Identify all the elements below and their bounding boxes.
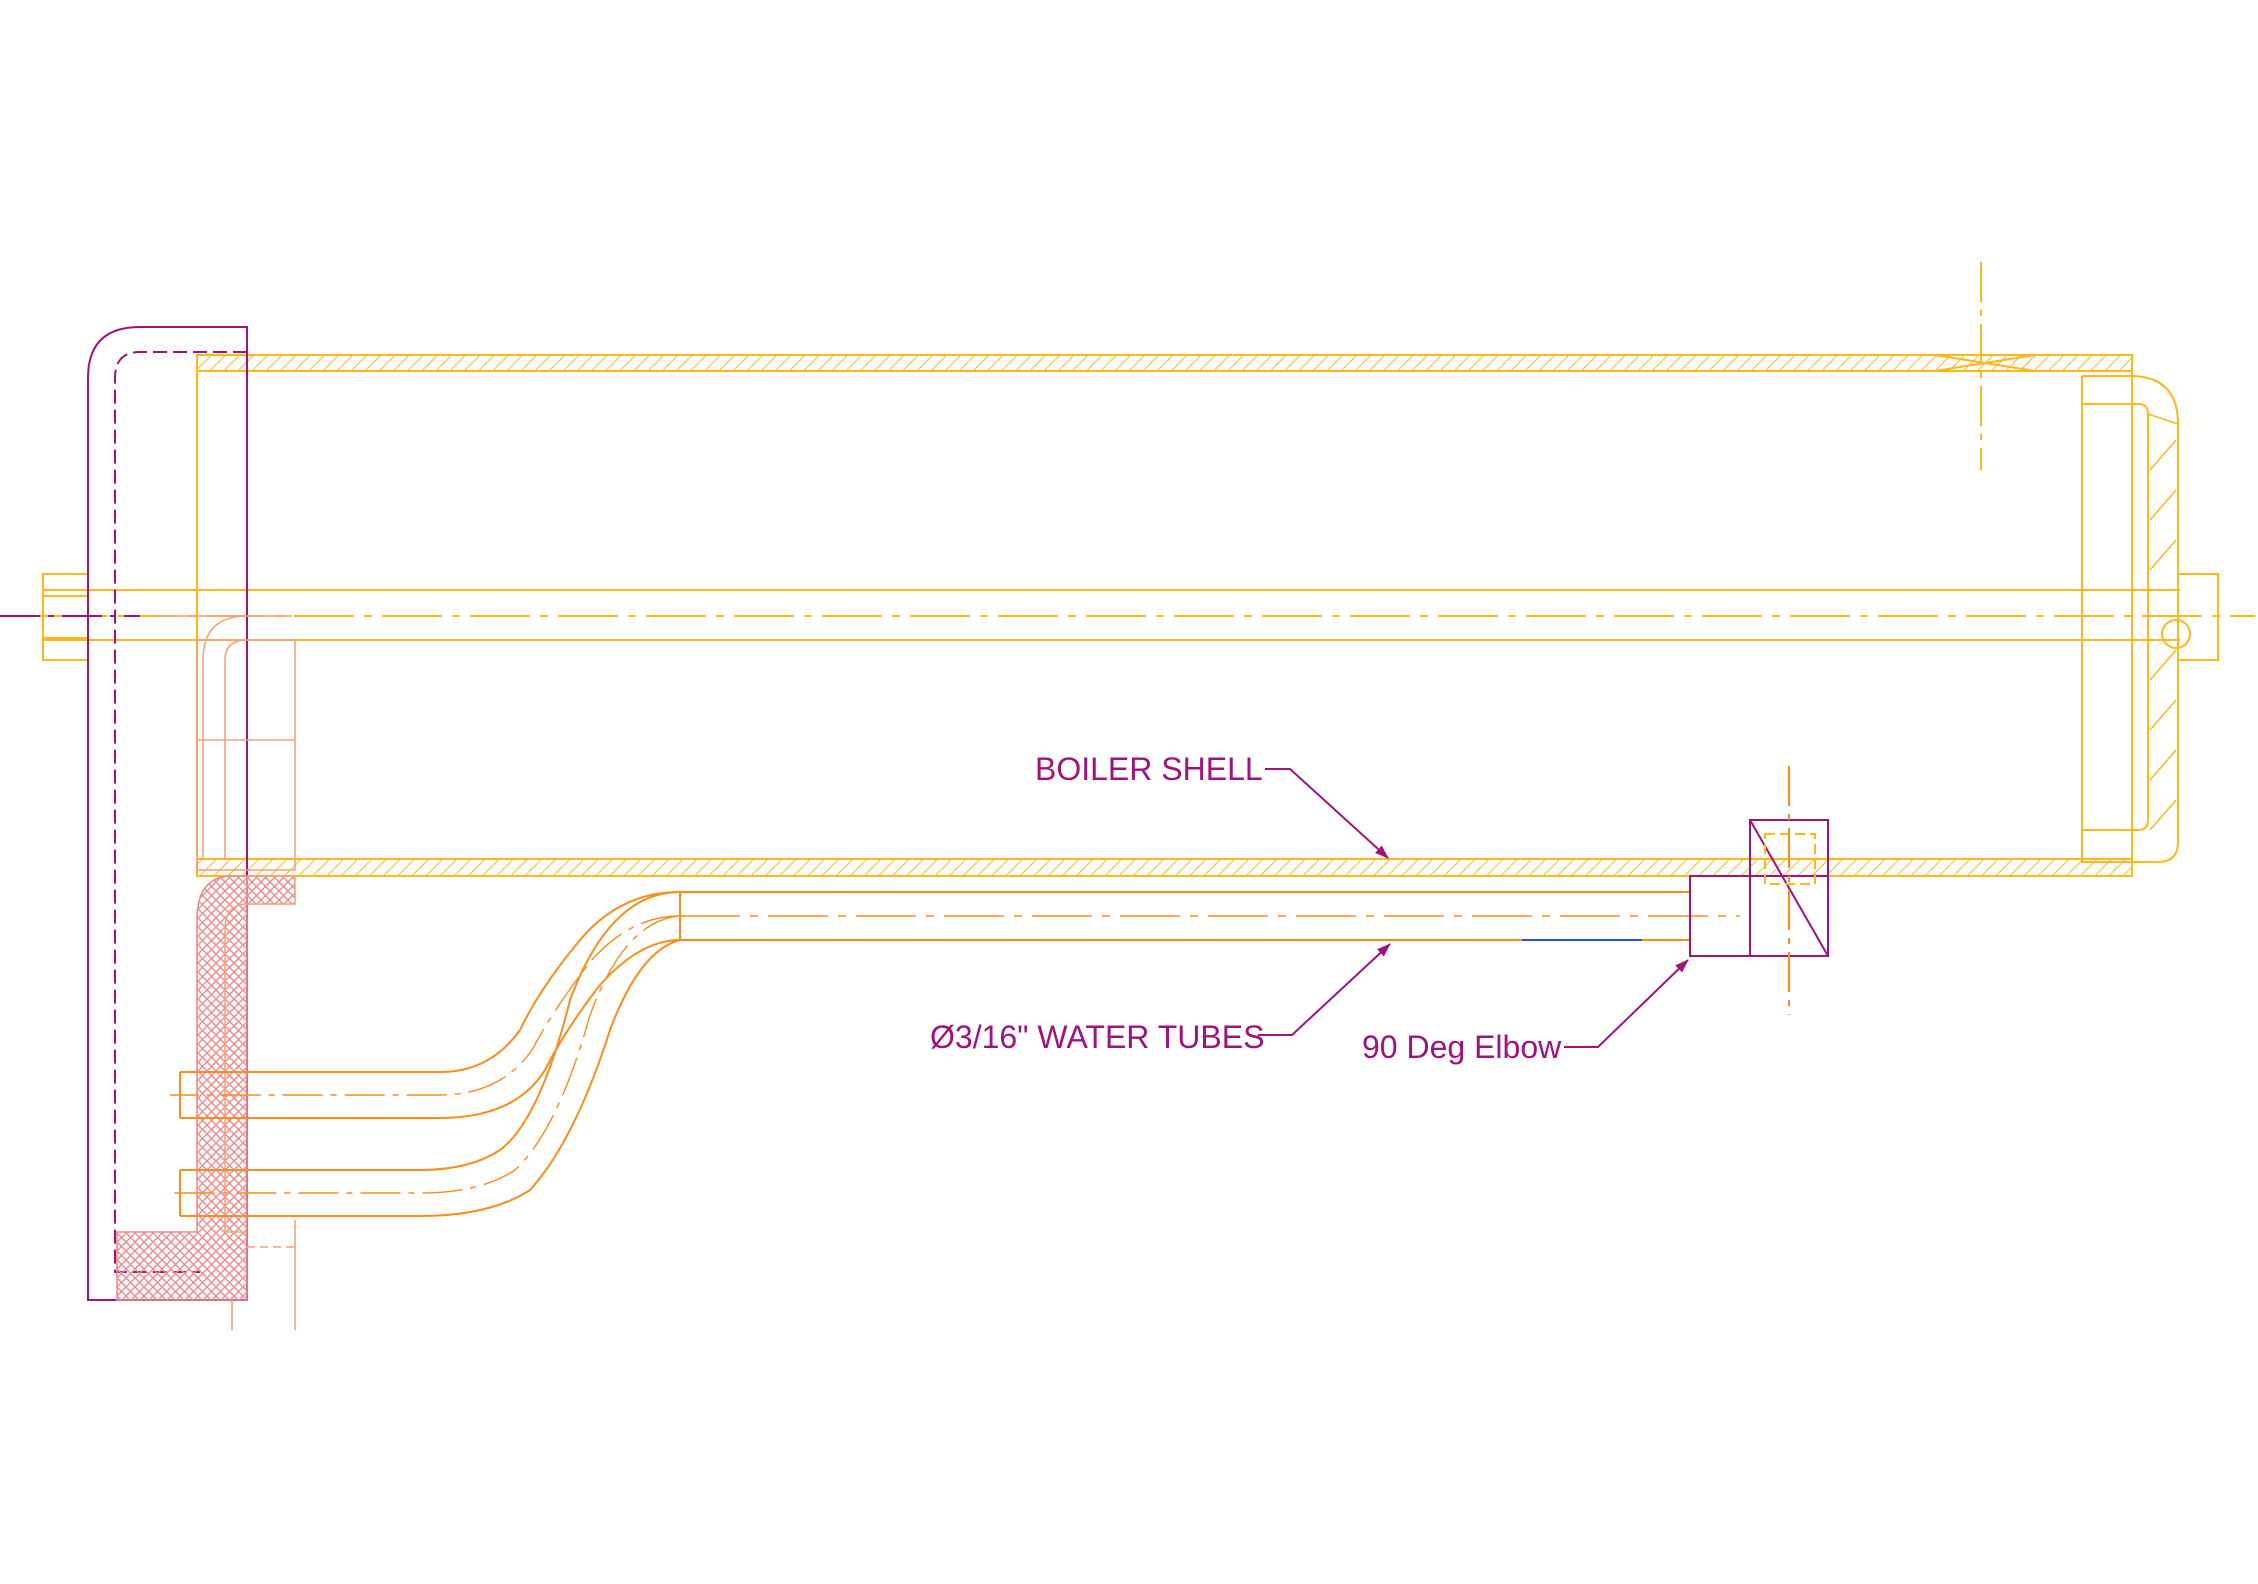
elbow-fitting xyxy=(1689,766,1829,1015)
shell-top-wall xyxy=(196,354,2133,372)
leader-boiler-shell xyxy=(1265,768,1389,859)
stay-rod xyxy=(30,573,2255,661)
leader-elbow xyxy=(1564,959,1689,1048)
right-pin-hole xyxy=(2161,619,2191,649)
annotation-elbow: 90 Deg Elbow xyxy=(1362,959,1689,1065)
label-water-tubes: Ø3/16" WATER TUBES xyxy=(930,1019,1264,1055)
right-end-cap xyxy=(2081,375,2219,863)
label-boiler-shell: BOILER SHELL xyxy=(1035,751,1263,787)
water-tubes xyxy=(170,891,1740,1217)
boiler-shell xyxy=(196,262,2133,877)
hatched-burner-duct xyxy=(116,875,248,1301)
annotation-boiler-shell: BOILER SHELL xyxy=(1035,751,1389,859)
leader-water-tubes xyxy=(1258,943,1391,1036)
burner-section xyxy=(116,615,296,1330)
label-elbow: 90 Deg Elbow xyxy=(1362,1029,1562,1065)
annotation-water-tubes: Ø3/16" WATER TUBES xyxy=(930,943,1391,1055)
shell-bottom-wall xyxy=(196,858,2133,877)
hatched-burner-block xyxy=(246,875,296,905)
smokebox xyxy=(0,326,248,1301)
